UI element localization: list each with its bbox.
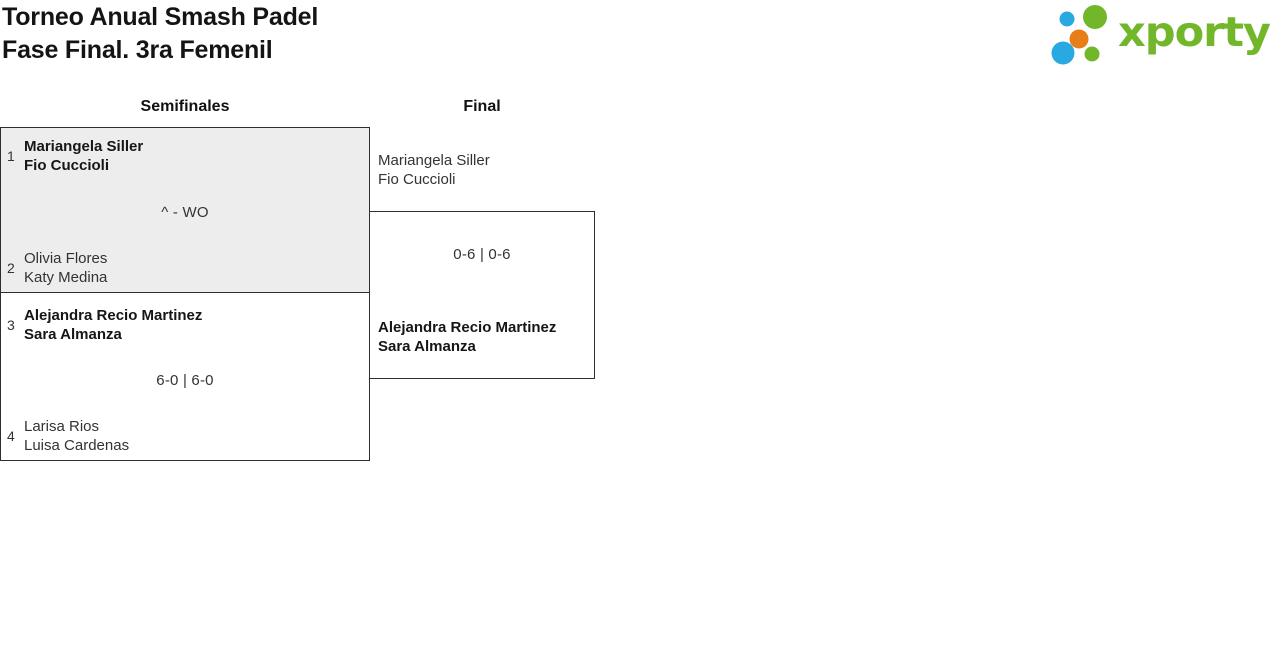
- xporty-logo[interactable]: xporty: [1048, 1, 1280, 69]
- player-name: Luisa Cardenas: [24, 437, 130, 454]
- logo-dot-orange: [1069, 29, 1089, 49]
- match-score: ^ - WO: [161, 204, 209, 221]
- match-semifinal-1[interactable]: 1 Mariangela Siller Fio Cuccioli ^ - WO …: [0, 127, 370, 293]
- logo-dot-green-large: [1083, 5, 1107, 29]
- logo-dot-blue-large: [1051, 41, 1075, 65]
- logo-text: xporty: [1118, 8, 1270, 56]
- player-name: Sara Almanza: [378, 338, 476, 355]
- player-name: Fio Cuccioli: [378, 171, 456, 188]
- team-slot: 2 Olivia Flores Katy Medina: [7, 249, 107, 287]
- team-slot: 3 Alejandra Recio Martinez Sara Almanza: [7, 306, 202, 344]
- player-name: Alejandra Recio Martinez: [24, 307, 203, 324]
- team-slot: 4 Larisa Rios Luisa Cardenas: [7, 417, 129, 455]
- player-name: Fio Cuccioli: [24, 157, 110, 174]
- player-name: Mariangela Siller: [378, 152, 490, 169]
- team-names: Larisa Rios Luisa Cardenas: [24, 417, 129, 455]
- team-names: Mariangela Siller Fio Cuccioli: [24, 137, 143, 175]
- match-score: 6-0 | 6-0: [156, 372, 214, 389]
- player-name: Olivia Flores: [24, 250, 108, 267]
- tournament-name: Torneo Anual Smash Padel: [2, 3, 319, 31]
- team-slot: 1 Mariangela Siller Fio Cuccioli: [7, 137, 143, 175]
- phase-name: Fase Final. 3ra Femenil: [2, 36, 273, 64]
- match-final[interactable]: 0-6 | 0-6 Alejandra Recio Martinez Sara …: [369, 211, 595, 379]
- team-names: Olivia Flores Katy Medina: [24, 249, 107, 287]
- final-team-2: Alejandra Recio Martinez Sara Almanza: [378, 318, 556, 356]
- round-label-final: Final: [463, 98, 501, 115]
- player-name: Sara Almanza: [24, 326, 122, 343]
- page-title: Torneo Anual Smash Padel Fase Final. 3ra…: [2, 1, 318, 67]
- seed-number: 4: [7, 428, 15, 444]
- seed-number: 2: [7, 260, 15, 276]
- player-name: Larisa Rios: [24, 418, 100, 435]
- logo-dot-blue-small: [1059, 11, 1075, 27]
- match-score: 0-6 | 0-6: [453, 246, 511, 263]
- final-team-1: Mariangela Siller Fio Cuccioli: [378, 151, 490, 189]
- logo-dot-green-small: [1084, 46, 1100, 62]
- seed-number: 3: [7, 317, 15, 333]
- player-name: Katy Medina: [24, 269, 108, 286]
- player-name: Alejandra Recio Martinez: [378, 319, 557, 336]
- player-name: Mariangela Siller: [24, 138, 144, 155]
- team-names: Alejandra Recio Martinez Sara Almanza: [24, 306, 202, 344]
- match-semifinal-2[interactable]: 3 Alejandra Recio Martinez Sara Almanza …: [0, 292, 370, 461]
- seed-number: 1: [7, 148, 15, 164]
- round-label-semifinales: Semifinales: [140, 98, 230, 115]
